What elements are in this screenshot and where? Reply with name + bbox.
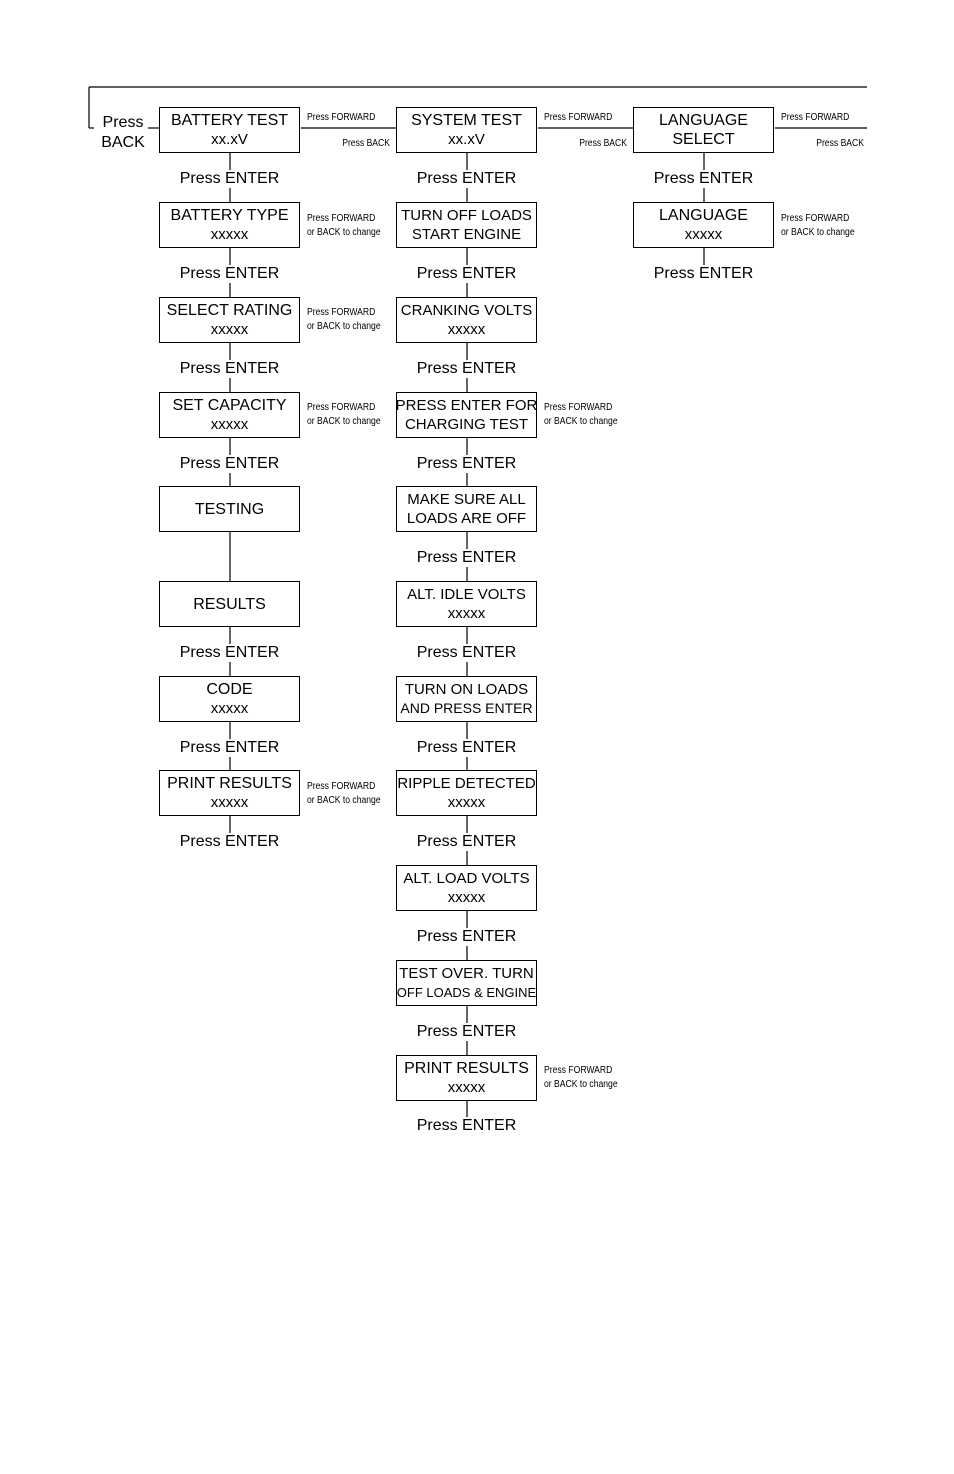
press-enter-label: Press ENTER — [159, 644, 300, 662]
press-enter-label: Press ENTER — [396, 833, 537, 851]
press-enter-label: Press ENTER — [633, 170, 774, 188]
press-enter-label: Press ENTER — [396, 1023, 537, 1041]
press-enter-label: Press ENTER — [396, 928, 537, 946]
press-enter-label: Press ENTER — [396, 170, 537, 188]
press-enter-label: Press ENTER — [159, 170, 300, 188]
back-note: Press BACK — [342, 138, 390, 149]
forward-note: Press FORWARD — [307, 112, 376, 123]
press-enter-label: Press ENTER — [396, 549, 537, 567]
back-note: Press BACK — [579, 138, 627, 149]
press-enter-label: Press ENTER — [159, 739, 300, 757]
press-enter-label: Press ENTER — [396, 739, 537, 757]
forward-note: Press FORWARD — [544, 112, 613, 123]
press-enter-label: Press ENTER — [396, 1117, 537, 1135]
results-box: RESULTS — [159, 581, 300, 627]
press-enter-label: Press ENTER — [396, 265, 537, 283]
press-enter-label: Press ENTER — [396, 360, 537, 378]
press-enter-label: Press ENTER — [396, 455, 537, 473]
forward-note: Press FORWARD — [781, 112, 850, 123]
press-enter-label: Press ENTER — [159, 360, 300, 378]
testing-box: TESTING — [159, 486, 300, 532]
press-enter-label: Press ENTER — [396, 644, 537, 662]
press-enter-label: Press ENTER — [633, 265, 774, 283]
press-enter-label: Press ENTER — [159, 455, 300, 473]
press-enter-label: Press ENTER — [159, 265, 300, 283]
back-note: Press BACK — [816, 138, 864, 149]
press-enter-label: Press ENTER — [159, 833, 300, 851]
press-back-label: Press BACK — [101, 114, 145, 151]
